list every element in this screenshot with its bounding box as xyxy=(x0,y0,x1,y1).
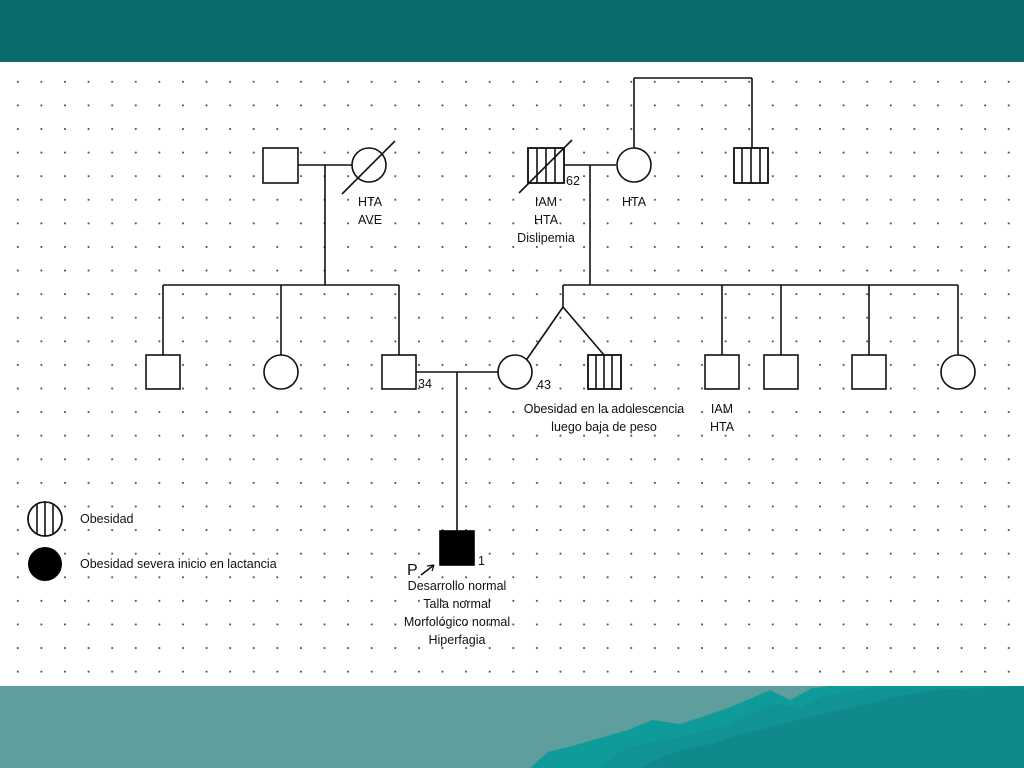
maternal-aunt xyxy=(940,354,976,390)
maternal-uncle-2 xyxy=(763,354,799,390)
annotation: Desarrollo normal xyxy=(408,579,507,593)
paternal-aunt xyxy=(263,354,299,390)
annotation: HTA xyxy=(710,420,735,434)
legend-obesity: Obesidad xyxy=(27,501,134,537)
affected-male-symbol xyxy=(439,530,475,566)
twin-line-mother xyxy=(526,306,564,360)
deceased-mark xyxy=(518,139,573,194)
age-label: 34 xyxy=(418,377,432,391)
male-symbol xyxy=(704,354,740,390)
annotation: Talla normal xyxy=(423,597,490,611)
legend-label: Obesidad xyxy=(80,512,134,526)
twin-line-sibling xyxy=(562,306,605,356)
annotation: HTA xyxy=(358,195,383,209)
maternal-uncle-1: IAM HTA xyxy=(704,354,740,434)
father: 34 xyxy=(381,354,432,391)
obesity-stripes xyxy=(741,148,761,183)
header-bar xyxy=(0,0,1024,62)
grandmother-maternal-sibling xyxy=(733,147,769,184)
age-label: 43 xyxy=(537,378,551,392)
obesity-stripes xyxy=(595,355,613,389)
maternal-uncle-3 xyxy=(851,354,887,390)
legend-label: Obesidad severa inicio en lactancia xyxy=(80,557,277,571)
grandfather-maternal: 62 IAM HTA Dislipemia xyxy=(517,139,580,245)
grandmother-paternal: HTA AVE xyxy=(341,140,396,227)
annotation: Hiperfagia xyxy=(429,633,486,647)
annotation: Obesidad en la adolescencia xyxy=(524,402,685,416)
legend: Obesidad Obesidad severa inicio en lacta… xyxy=(27,501,277,581)
deceased-mark xyxy=(341,140,396,195)
filled-circle-icon xyxy=(28,547,62,581)
male-symbol xyxy=(381,354,417,390)
annotation: IAM xyxy=(711,402,733,416)
proband: 1 P Desarrollo normal Talla normal Morfo… xyxy=(404,530,510,647)
female-symbol xyxy=(616,147,652,183)
grandmother-maternal: HTA xyxy=(616,147,652,209)
grandfather-paternal xyxy=(262,147,299,184)
proband-marker: P xyxy=(407,562,418,579)
pedigree-diagram: HTA AVE 62 IAM HTA Dislipemia HTA 34 xyxy=(27,77,976,647)
male-symbol xyxy=(262,147,299,184)
female-symbol xyxy=(497,354,533,390)
mountain-decoration xyxy=(530,686,1024,768)
paternal-uncle-1 xyxy=(145,354,181,390)
age-label: 1 xyxy=(478,554,485,568)
annotation: HTA xyxy=(622,195,647,209)
annotation: Morfológico normal xyxy=(404,615,510,629)
pedigree-canvas: HTA AVE 62 IAM HTA Dislipemia HTA 34 xyxy=(0,62,1024,686)
pedigree-lines xyxy=(162,77,959,531)
annotation: HTA xyxy=(534,213,559,227)
age-label: 62 xyxy=(566,174,580,188)
mother: 43 xyxy=(497,354,551,392)
mother-twin: Obesidad en la adolescencia luego baja d… xyxy=(524,354,685,434)
annotation: luego baja de peso xyxy=(551,420,657,434)
legend-severe-obesity: Obesidad severa inicio en lactancia xyxy=(28,547,277,581)
proband-arrow-icon xyxy=(420,564,435,576)
annotation: IAM xyxy=(535,195,557,209)
annotation: Dislipemia xyxy=(517,231,575,245)
annotation: AVE xyxy=(358,213,382,227)
footer-bar xyxy=(0,686,1024,768)
female-symbol xyxy=(351,147,387,183)
